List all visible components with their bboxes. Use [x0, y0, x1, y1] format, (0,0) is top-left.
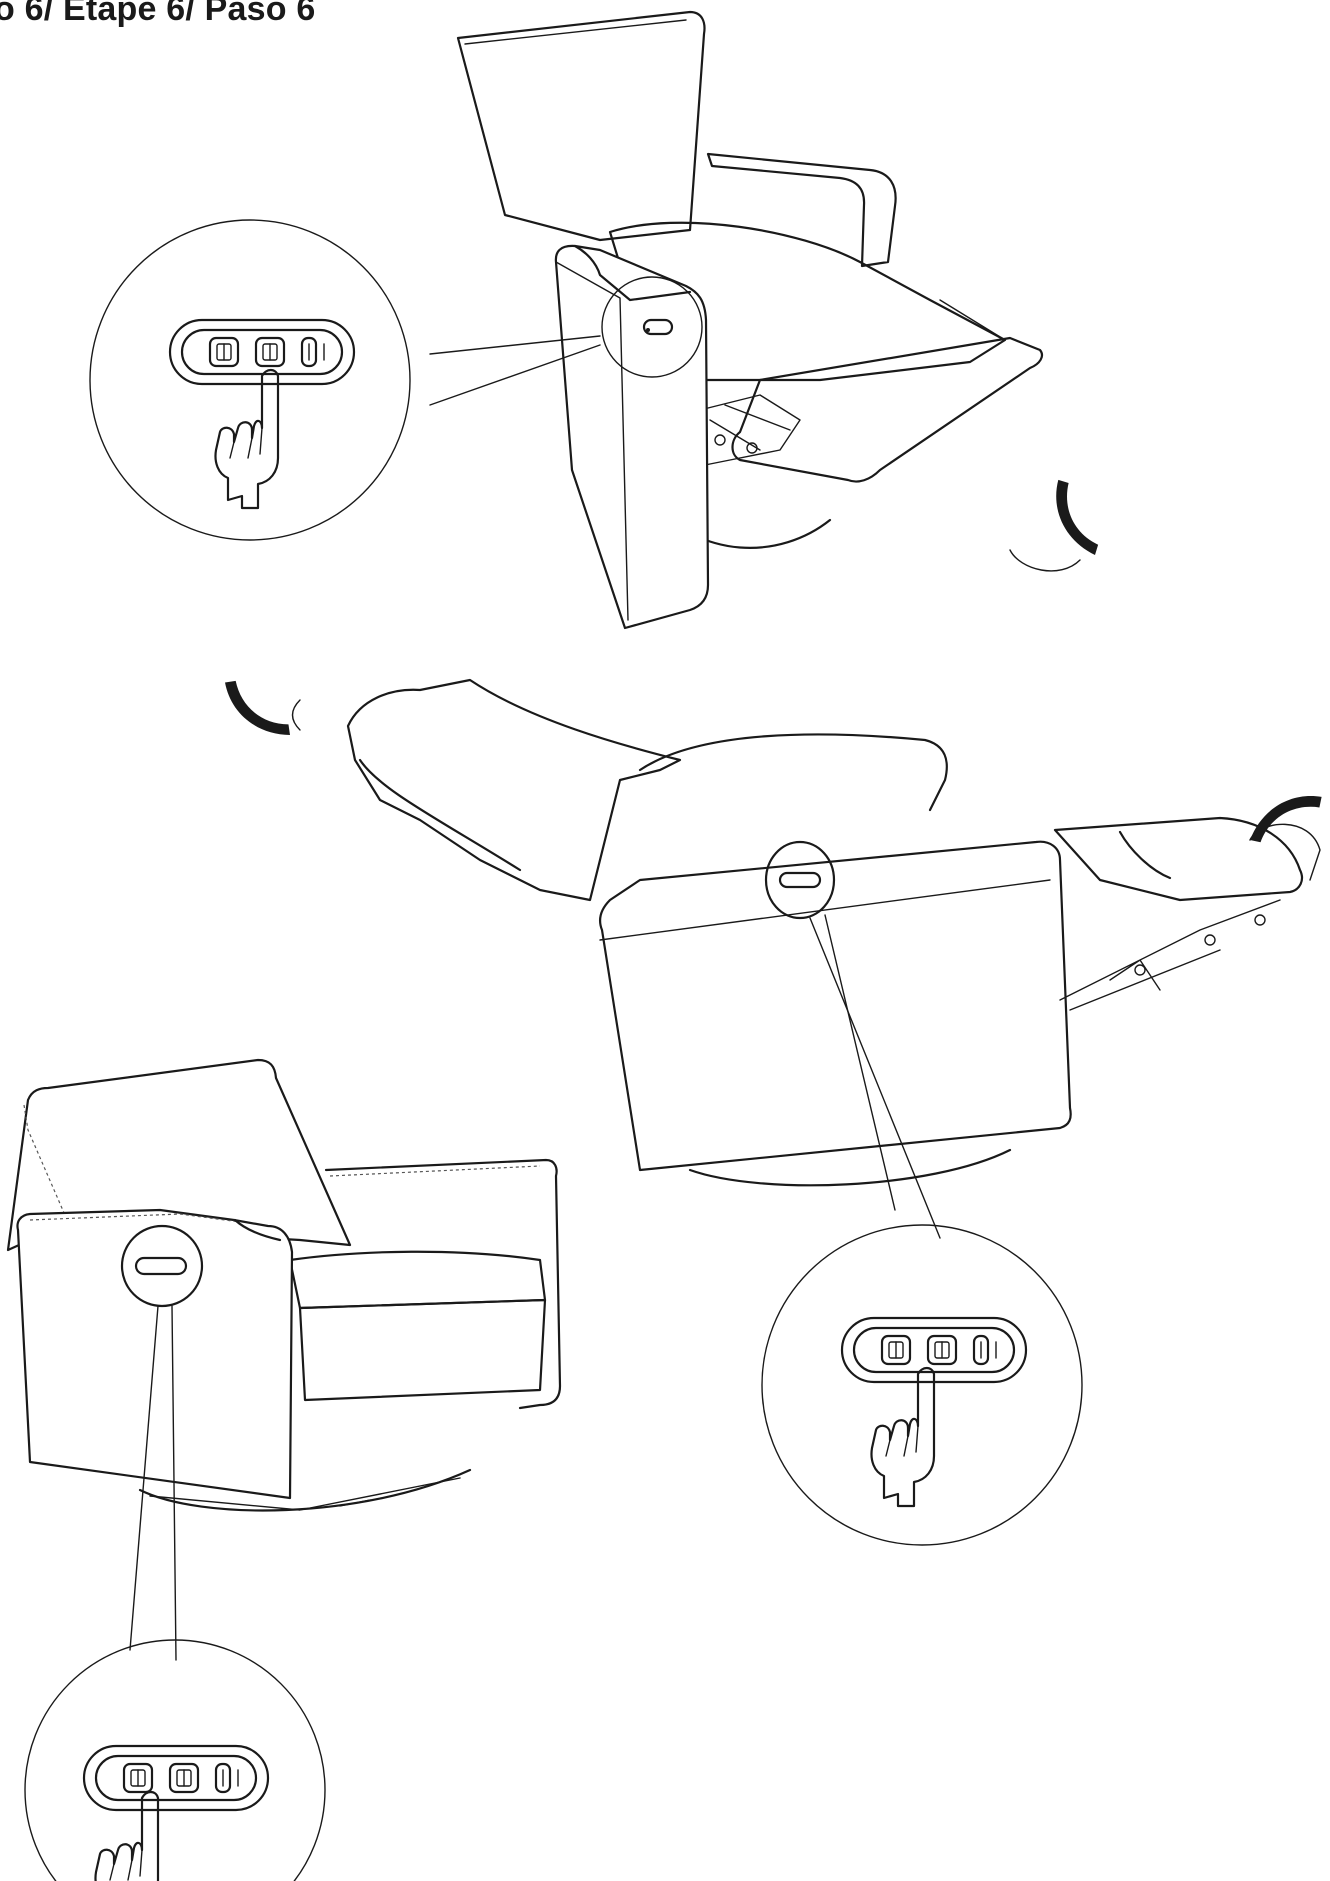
- callout-middle: [762, 1225, 1082, 1545]
- button-panel-icon-3: [84, 1746, 268, 1810]
- finger-press-icon-3: [96, 1792, 159, 1881]
- reclined-chair-top: [430, 12, 1099, 628]
- finger-press-icon-2: [872, 1368, 935, 1506]
- callout-top: [90, 220, 410, 540]
- finger-press-icon: [216, 370, 279, 508]
- fully-reclined-chair-middle: [222, 665, 1328, 1238]
- upright-chair-bottom: [8, 1060, 560, 1660]
- callout-bottom: [25, 1640, 325, 1881]
